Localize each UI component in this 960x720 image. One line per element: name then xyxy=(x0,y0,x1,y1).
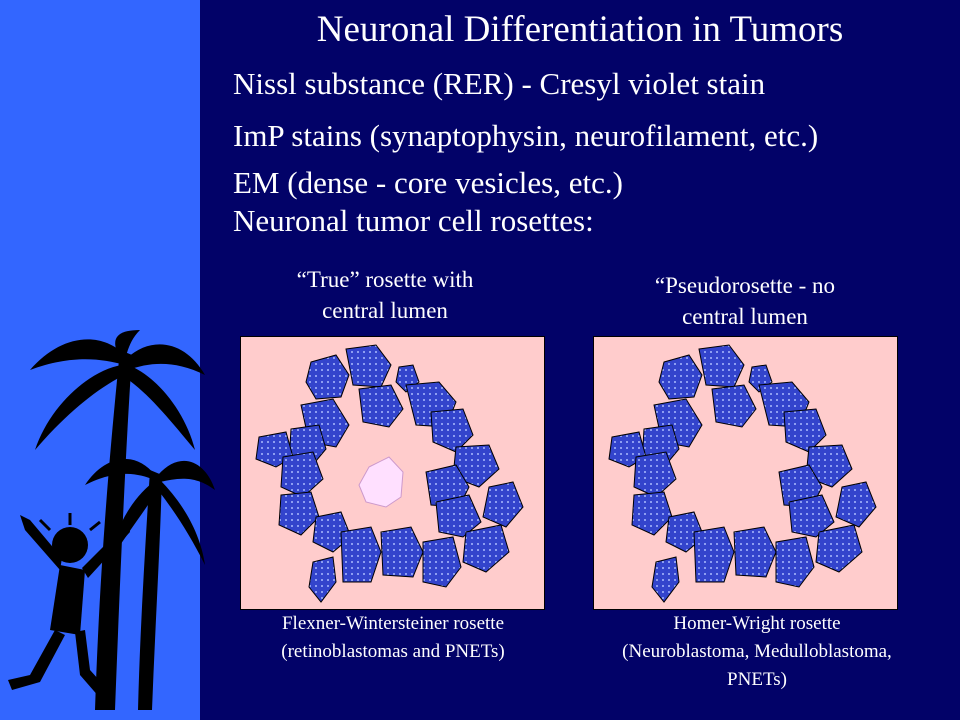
true-rosette-panel xyxy=(240,336,545,610)
flexner-wintersteiner-label: Flexner-Wintersteiner rosette (retinobla… xyxy=(281,613,505,662)
central-lumen xyxy=(358,456,404,508)
pseudorosette-panel xyxy=(593,336,898,610)
homer-wright-label: Homer-Wright rosette (Neuroblastoma, Med… xyxy=(622,613,892,690)
palm-tree-dancer-icon xyxy=(8,330,215,710)
true-rosette-illustration xyxy=(255,344,524,603)
pseudorosette-illustration xyxy=(608,344,877,603)
bullet-imp-stains: ImP stains (synaptophysin, neurofilament… xyxy=(233,118,819,153)
true-rosette-caption: “True” rosette with central lumen xyxy=(296,267,474,323)
slide-title: Neuronal Differentiation in Tumors xyxy=(316,9,844,50)
bullet-em: EM (dense - core vesicles, etc.) xyxy=(233,165,623,200)
bullet-nissl: Nissl substance (RER) - Cresyl violet st… xyxy=(233,66,766,101)
pseudorosette-caption: “Pseudorosette - no central lumen xyxy=(654,273,836,329)
bullet-rosettes: Neuronal tumor cell rosettes: xyxy=(233,203,594,238)
